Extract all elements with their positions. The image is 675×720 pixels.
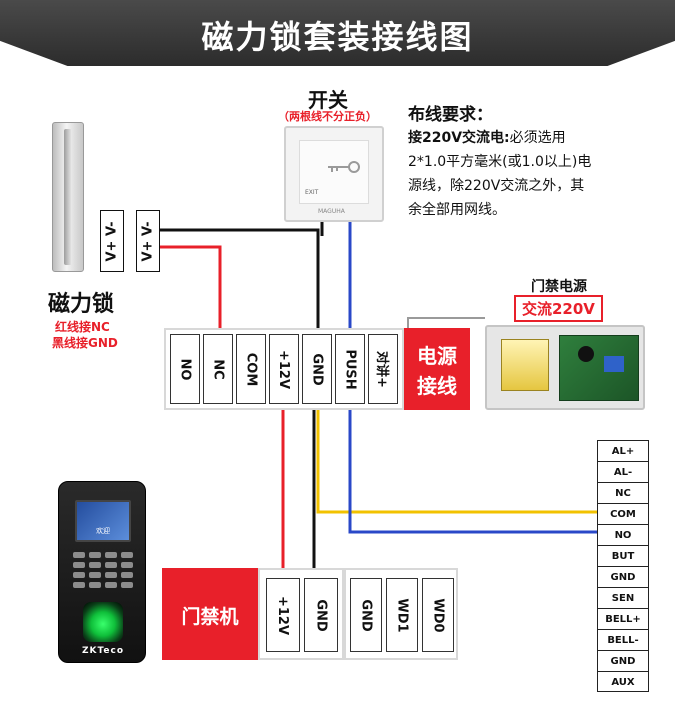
wire-grey-psu	[407, 317, 485, 328]
terminal-gnd-label: GND	[309, 352, 325, 386]
switch-exit-text: EXIT	[305, 189, 319, 196]
power-label-line2: 接线	[417, 374, 457, 398]
power-supply-image	[485, 325, 645, 410]
transformer	[501, 339, 549, 391]
wiring-line-4: 余全部用网线。	[408, 202, 506, 218]
switch-title: 开关	[308, 88, 348, 112]
switch-note: （两根线不分正负）	[278, 110, 377, 123]
terminal-push: PUSH	[335, 334, 365, 404]
terminal-gnd: GND	[302, 334, 332, 404]
access-terminal-wd0: WD0	[422, 578, 454, 652]
terminal-no: NO	[170, 334, 200, 404]
strip-terminal-sen: SEN	[598, 588, 648, 609]
device-keypad	[73, 552, 133, 588]
strip-terminal-gnd-2: GND	[598, 651, 648, 672]
psu-voltage-badge: 交流220V	[514, 295, 603, 322]
wiring-line-2: 2*1.0平方毫米(或1.0以上)电	[408, 154, 592, 170]
power-block-label: 电源 接线	[404, 328, 470, 410]
access-terminal-gnd: GND	[304, 578, 338, 652]
strip-terminal-nc: NC	[598, 483, 648, 504]
page-title: 磁力锁套装接线图	[201, 18, 474, 56]
strip-terminal-bell-plus: BELL+	[598, 609, 648, 630]
access-terminal-wd1-label: WD1	[394, 597, 410, 633]
terminal-12v: +12V	[269, 334, 299, 404]
fingerprint-sensor-icon	[83, 602, 123, 642]
strip-terminal-al-plus: AL+	[598, 441, 648, 462]
exit-switch-button: EXIT	[299, 140, 369, 204]
strip-terminal-bell-minus: BELL-	[598, 630, 648, 651]
lock-terminal-text-2: V+ V-	[140, 221, 156, 261]
psu-label: 门禁电源	[531, 279, 587, 295]
switch-brand: MAGUHA	[318, 208, 345, 215]
strip-terminal-no: NO	[598, 525, 648, 546]
strip-terminal-com: COM	[598, 504, 648, 525]
strip-terminal-but: BUT	[598, 546, 648, 567]
access-label-text: 门禁机	[181, 606, 239, 628]
terminal-no-label: NO	[177, 358, 193, 380]
access-terminal-gnd-2-label: GND	[358, 598, 374, 632]
banner-background	[0, 0, 675, 66]
lock-terminal-text-1: V+ V-	[104, 221, 120, 261]
wiring-heading: 布线要求：	[408, 105, 493, 125]
access-wiegand-terminals: GND WD1 WD0	[344, 568, 458, 660]
strip-terminal-gnd-1: GND	[598, 567, 648, 588]
access-terminal-gnd-label: GND	[313, 598, 329, 632]
wiring-lead: 接220V交流电:	[408, 130, 510, 146]
wiring-line-3: 源线，除220V交流之外，其	[408, 178, 585, 194]
terminal-12v-label: +12V	[276, 349, 292, 389]
device-brand: ZKTeco	[81, 646, 125, 656]
circuit-board	[559, 335, 639, 401]
terminal-com-label: COM	[243, 352, 259, 386]
terminal-nc-label: NC	[210, 358, 226, 380]
capacitor	[578, 346, 594, 362]
wiring-line-1: 接220V交流电:必须选用	[408, 127, 566, 147]
power-label-line1: 电源	[417, 344, 457, 368]
terminal-com: COM	[236, 334, 266, 404]
wire-red-lock	[160, 245, 222, 328]
relay	[604, 356, 624, 372]
access-power-terminals: +12V GND	[258, 568, 344, 660]
lock-note-red: 红线接NC	[55, 320, 110, 334]
power-terminal-block: NO NC COM +12V GND PUSH 对讲+	[164, 328, 404, 410]
lock-title: 磁力锁	[48, 292, 115, 317]
access-terminal-wd1: WD1	[386, 578, 418, 652]
lock-terminal-label-1: V+ V-	[100, 210, 124, 272]
terminal-nc: NC	[203, 334, 233, 404]
header-banner: 磁力锁套装接线图	[0, 0, 675, 66]
wire-blue-no	[348, 410, 597, 534]
lock-terminal-label-2: V+ V-	[136, 210, 160, 272]
device-screen: 欢迎	[75, 500, 131, 542]
wiring-line1-text: 必须选用	[509, 130, 566, 146]
terminal-intercom: 对讲+	[368, 334, 398, 404]
access-terminal-12v: +12V	[266, 578, 300, 652]
access-block-label: 门禁机	[162, 568, 258, 660]
wire-yellow-com	[316, 410, 597, 514]
terminal-intercom-label: 对讲+	[373, 350, 389, 388]
terminal-push-label: PUSH	[342, 348, 358, 390]
wire-black-lock	[160, 228, 320, 328]
key-icon	[328, 161, 360, 173]
device-screen-text: 欢迎	[96, 527, 110, 535]
access-control-device-image: 欢迎 ZKTeco	[58, 481, 146, 663]
controller-terminal-strip: AL+ AL- NC COM NO BUT GND SEN BELL+ BELL…	[597, 440, 649, 692]
access-terminal-wd0-label: WD0	[430, 597, 446, 633]
magnetic-lock-image	[52, 122, 84, 272]
access-terminal-12v-label: +12V	[275, 595, 291, 635]
strip-terminal-al-minus: AL-	[598, 462, 648, 483]
exit-switch-image: EXIT MAGUHA	[284, 126, 384, 222]
lock-note-black: 黑线接GND	[52, 336, 118, 350]
strip-terminal-aux: AUX	[611, 677, 635, 688]
access-terminal-gnd-2: GND	[350, 578, 382, 652]
